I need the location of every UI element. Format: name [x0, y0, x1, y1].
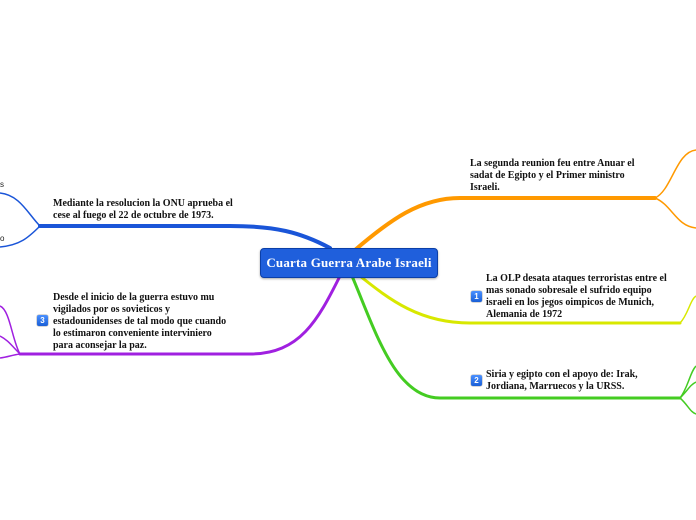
- link-bottom-right: [350, 274, 682, 400]
- sublink-top-right-a: [654, 149, 696, 199]
- link-mid-right: [358, 274, 682, 325]
- sublink-bottom-right-b: [679, 381, 696, 399]
- link-top-left: [38, 224, 332, 250]
- sublink-top-left-b: [0, 225, 41, 248]
- central-topic[interactable]: Cuarta Guerra Arabe Israeli: [260, 248, 438, 278]
- priority-3-icon: 3: [37, 315, 48, 326]
- topic-mid-right[interactable]: La OLP desata ataques terroristas entre …: [486, 273, 667, 320]
- sublink-bottom-left-a: [0, 305, 21, 355]
- priority-2-icon: 2: [471, 375, 482, 386]
- edge-fragment-2: o: [0, 234, 5, 243]
- link-bottom-left: [18, 274, 342, 356]
- sublink-bottom-left-b: [0, 335, 21, 355]
- priority-1-icon: 1: [471, 291, 482, 302]
- topic-bottom-left[interactable]: Desde el inicio de la guerra estuvo mu v…: [53, 292, 227, 351]
- sublink-bottom-right-c: [679, 397, 696, 415]
- sublink-bottom-right-a: [679, 365, 696, 399]
- sublink-top-left-a: [0, 192, 41, 227]
- topic-top-right[interactable]: La segunda reunion feu entre Anuar el sa…: [470, 158, 635, 193]
- sublink-top-right-b: [654, 197, 696, 229]
- topic-bottom-right[interactable]: Siria y egipto con el apoyo de: Irak, Jo…: [486, 369, 638, 392]
- sublink-bottom-left-c: [0, 353, 21, 359]
- sublink-mid-right: [679, 295, 696, 324]
- topic-top-left[interactable]: Mediante la resolucion la ONU aprueba el…: [53, 198, 233, 221]
- edge-fragment-1: s: [0, 180, 4, 189]
- link-top-right: [353, 196, 657, 252]
